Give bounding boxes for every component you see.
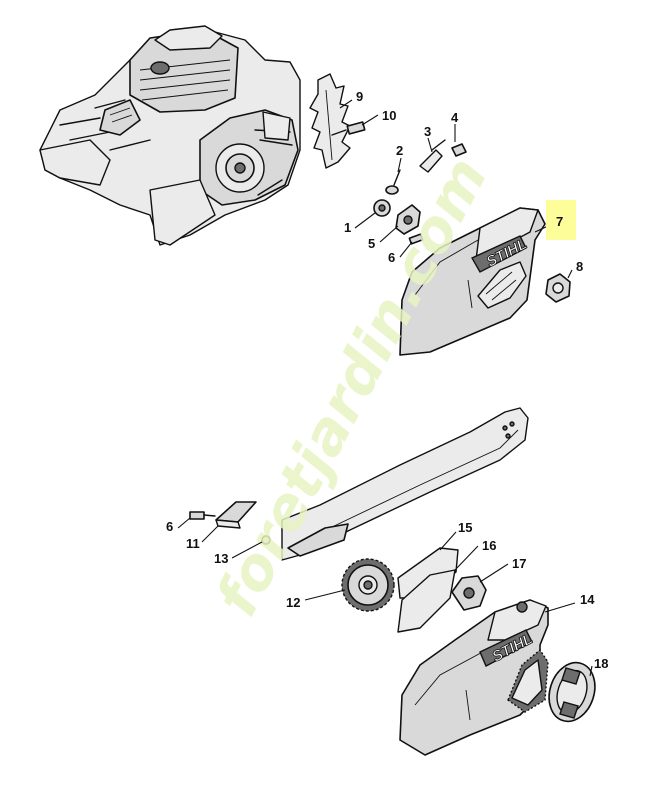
engine-assembly [39,25,301,246]
callout-18: 18 [594,656,608,671]
callout-16: 16 [482,538,496,553]
callout-6-top: 6 [388,250,395,265]
callout-10: 10 [382,108,396,123]
sprocket-cover-bottom: STIHL [399,599,549,756]
callout-8: 8 [576,259,583,274]
sprocket-cover-top: STIHL [399,207,546,356]
sprocket-part [341,558,395,612]
plate-part [215,501,257,529]
adjusting-screw-part [385,169,401,195]
callout-12: 12 [286,595,300,610]
screw-part-10 [331,121,366,136]
callout-17: 17 [512,556,526,571]
callout-2: 2 [396,143,403,158]
cover-cap-part [548,661,596,723]
callout-14: 14 [580,592,595,607]
guide-bar-part [281,407,529,561]
callout-5: 5 [368,236,375,251]
callout-6-bottom: 6 [166,519,173,534]
tensioner-gear-part [373,199,391,217]
screw-part-13 [261,535,271,545]
bumper-spike-part [309,73,351,169]
callout-9: 9 [356,89,363,104]
screw-part-6-top [408,233,424,245]
callout-11: 11 [186,536,200,551]
callout-7-highlight [546,200,576,240]
callout-7: 7 [556,214,563,229]
callout-15: 15 [458,520,472,535]
tensioner-slide-part [419,139,446,173]
screw-part-6-bottom [189,511,216,520]
callout-13: 13 [214,551,228,566]
callout-1: 1 [344,220,351,235]
tensioning-knob-part [451,575,487,611]
leader-lines [177,99,593,677]
clip-part [451,143,467,157]
callout-labels: 9 10 2 3 4 1 5 6 7 8 6 11 13 12 15 16 17… [166,89,608,671]
callout-3: 3 [424,124,431,139]
bar-nut-part [545,273,571,303]
callout-4: 4 [451,110,459,125]
baffle-plate-part [397,547,459,599]
